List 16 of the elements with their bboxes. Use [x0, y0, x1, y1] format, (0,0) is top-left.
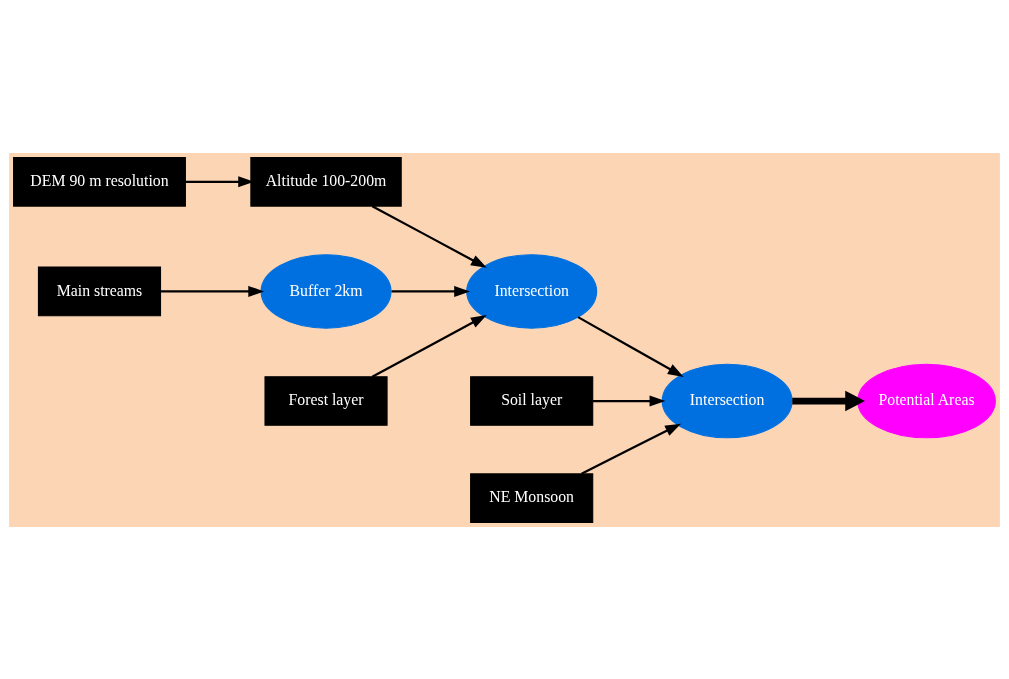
- node-ellipse: Buffer 2km: [260, 253, 392, 329]
- arrow: [577, 315, 684, 377]
- arrow: [581, 423, 681, 475]
- arrow: [371, 204, 487, 268]
- node-box: Forest layer: [264, 375, 388, 426]
- node-box: Soil layer: [470, 375, 594, 426]
- node-box: Main streams: [37, 266, 162, 316]
- node-ellipse: Potential Areas: [857, 363, 996, 438]
- node-box: Altitude 100-200m: [250, 156, 402, 207]
- arrow: [592, 394, 666, 407]
- arrow: [160, 285, 265, 297]
- arrow: [391, 285, 471, 297]
- node-box: DEM 90 m resolution: [13, 156, 186, 207]
- arrow: [371, 314, 487, 378]
- arrow: [792, 390, 865, 411]
- node-box: NE Monsoon: [470, 472, 594, 523]
